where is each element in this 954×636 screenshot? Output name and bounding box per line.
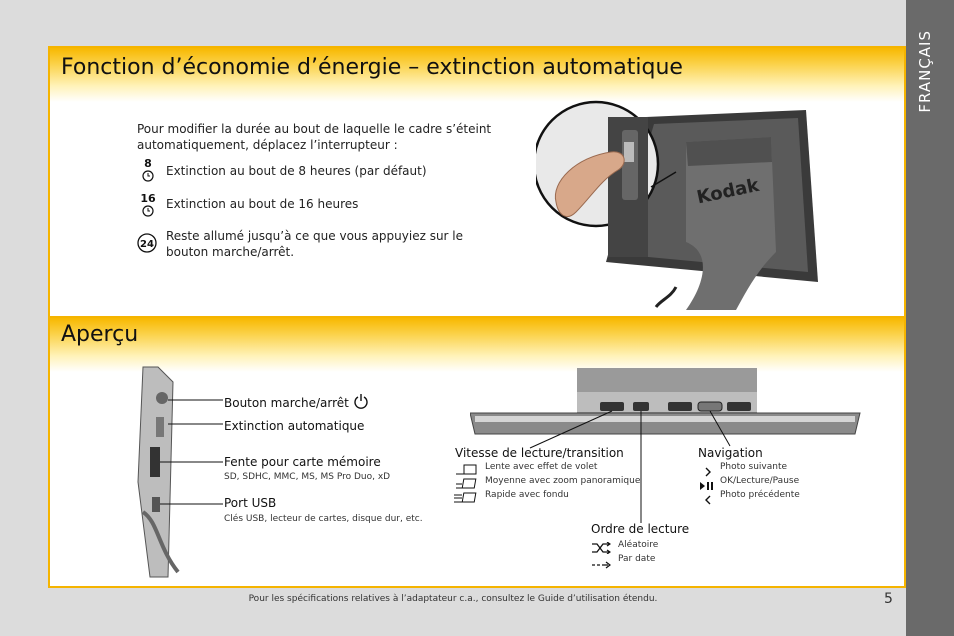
nav-prev-text: Photo précédente (720, 490, 800, 500)
option-16-text: Extinction au bout de 16 heures (166, 197, 359, 211)
timer-16-icon: 16 (139, 192, 157, 222)
card-slot-label: Fente pour carte mémoire (224, 455, 381, 469)
section1-title: Fonction d’économie d’énergie – extincti… (61, 55, 683, 80)
timer-16-label: 16 (140, 192, 156, 205)
shuffle-icon (591, 539, 612, 558)
card-slot-detail: SD, SDHC, MMC, MS, MS Pro Duo, xD (224, 472, 391, 482)
usb-label: Port USB (224, 496, 277, 510)
timer-8-label: 8 (144, 157, 152, 170)
section2-header-band (50, 318, 904, 372)
language-tab: FRANÇAIS (906, 0, 954, 636)
option-24-text: Reste allumé jusqu’à ce que vous appuyie… (166, 229, 464, 259)
frame-back-illustration: Kodak (532, 82, 836, 316)
section2-title: Aperçu (61, 322, 139, 347)
option-8-text: Extinction au bout de 8 heures (par défa… (166, 164, 427, 178)
navigation-label: Navigation (698, 446, 763, 460)
auto-off-label: Extinction automatique (224, 419, 365, 433)
intro-text: Pour modifier la durée au bout de laquel… (137, 122, 492, 152)
speed-slow-text: Lente avec effet de volet (485, 462, 598, 472)
always-on-24-label: 24 (140, 239, 154, 250)
section1-header-band (50, 48, 904, 102)
frame-top-illustration (469, 368, 862, 572)
language-label: FRANÇAIS (916, 30, 934, 113)
speed-label: Vitesse de lecture/transition (455, 446, 624, 460)
nav-next-text: Photo suivante (720, 462, 788, 472)
nav-play-text: OK/Lecture/Pause (720, 476, 800, 486)
play-pause-icon (699, 476, 715, 495)
footer-note: Pour les spécifications relatives à l’ad… (248, 594, 658, 604)
usb-detail: Clés USB, lecteur de cartes, disque dur,… (224, 514, 423, 524)
page-number: 5 (884, 591, 893, 607)
power-icon (353, 393, 369, 413)
by-date-icon (591, 554, 611, 573)
power-button-label: Bouton marche/arrêt (224, 396, 349, 410)
frame-side-illustration (98, 362, 223, 586)
order-date-text: Par date (618, 554, 656, 564)
timer-8-icon: 8 (140, 157, 156, 187)
order-random-text: Aléatoire (618, 540, 659, 550)
next-photo-icon (703, 462, 713, 481)
always-on-24-icon: 24 (136, 232, 158, 258)
slow-wipe-icon (456, 461, 478, 480)
section-divider (50, 316, 904, 319)
order-label: Ordre de lecture (591, 522, 690, 536)
medium-pan-icon (456, 475, 478, 494)
speed-fast-text: Rapide avec fondu (485, 490, 569, 500)
speed-medium-text: Moyenne avec zoom panoramique (485, 476, 641, 486)
previous-photo-icon (703, 490, 713, 509)
fast-fade-icon (454, 489, 478, 508)
